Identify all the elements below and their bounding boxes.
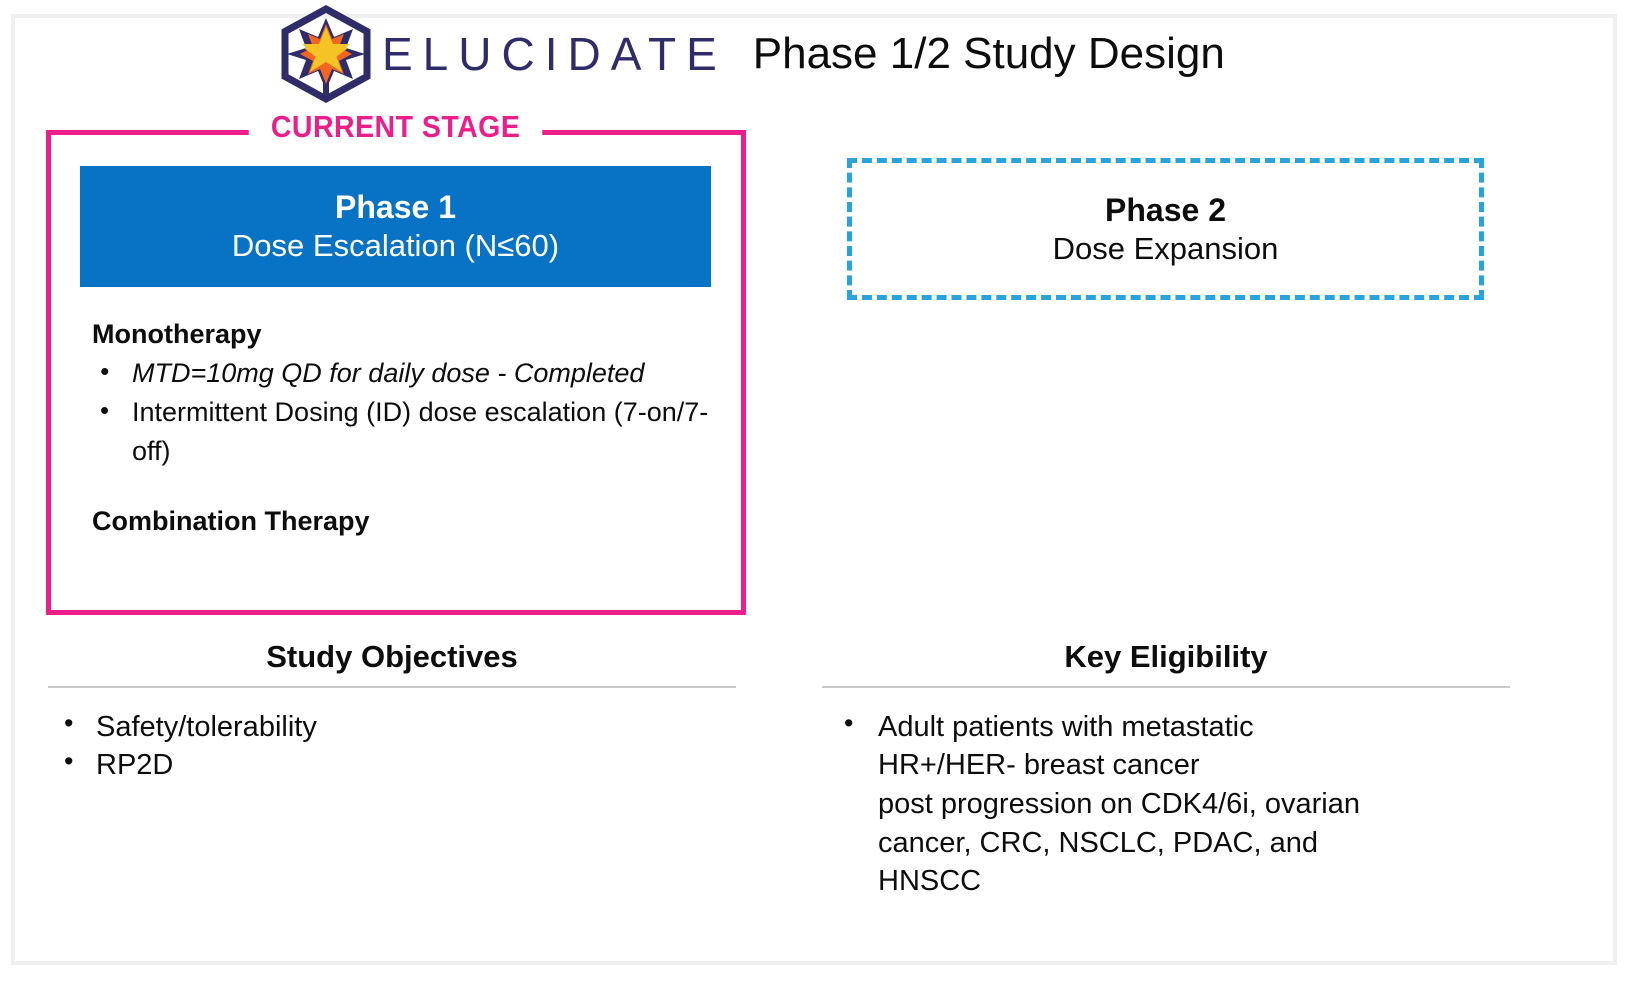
list-item: Adult patients with metastatic HR+/HER- … bbox=[822, 706, 1510, 901]
phase1-details: Monotherapy MTD=10mg QD for daily dose -… bbox=[92, 315, 732, 541]
eligibility-line: HR+/HER- breast cancer bbox=[878, 749, 1200, 782]
key-eligibility-heading: Key Eligibility bbox=[1064, 639, 1268, 674]
monotherapy-bullet-list: MTD=10mg QD for daily dose - Completed I… bbox=[92, 353, 732, 471]
phase2-subtitle: Dose Expansion bbox=[1052, 230, 1279, 266]
phase1-banner: Phase 1 Dose Escalation (N≤60) bbox=[80, 166, 711, 287]
list-item: Intermittent Dosing (ID) dose escalation… bbox=[92, 392, 732, 471]
combination-therapy-heading: Combination Therapy bbox=[92, 505, 370, 536]
study-objectives-section: Study Objectives Safety/tolerability RP2… bbox=[48, 636, 736, 785]
section-spacer bbox=[92, 472, 732, 502]
hexagon-star-logo-icon bbox=[274, 4, 378, 104]
eligibility-line: post progression on CDK4/6i, ovarian bbox=[878, 787, 1360, 820]
divider bbox=[48, 685, 736, 688]
page-title: Phase 1/2 Study Design bbox=[752, 29, 1225, 78]
eligibility-line: cancer, CRC, NSCLC, PDAC, and bbox=[878, 826, 1318, 859]
eligibility-line: HNSCC bbox=[878, 865, 982, 898]
eligibility-line: Adult patients with metastatic bbox=[878, 710, 1254, 743]
key-eligibility-list: Adult patients with metastatic HR+/HER- … bbox=[822, 706, 1510, 901]
key-eligibility-section: Key Eligibility Adult patients with meta… bbox=[822, 636, 1510, 901]
phase1-subtitle: Dose Escalation (N≤60) bbox=[231, 228, 560, 264]
divider bbox=[822, 685, 1510, 688]
study-objectives-heading: Study Objectives bbox=[266, 639, 518, 674]
brand-wordmark: ELUCIDATE bbox=[382, 28, 727, 80]
list-item: Safety/tolerability bbox=[48, 706, 736, 747]
phase2-title: Phase 2 bbox=[1105, 191, 1226, 228]
list-item: MTD=10mg QD for daily dose - Completed bbox=[92, 353, 732, 393]
slide-header: ELUCIDATE Phase 1/2 Study Design bbox=[274, 5, 1225, 103]
phase2-box: Phase 2 Dose Expansion bbox=[847, 158, 1484, 300]
phase1-title: Phase 1 bbox=[335, 189, 456, 226]
list-item: RP2D bbox=[48, 744, 736, 785]
monotherapy-heading: Monotherapy bbox=[92, 319, 262, 349]
study-objectives-list: Safety/tolerability RP2D bbox=[48, 706, 736, 785]
